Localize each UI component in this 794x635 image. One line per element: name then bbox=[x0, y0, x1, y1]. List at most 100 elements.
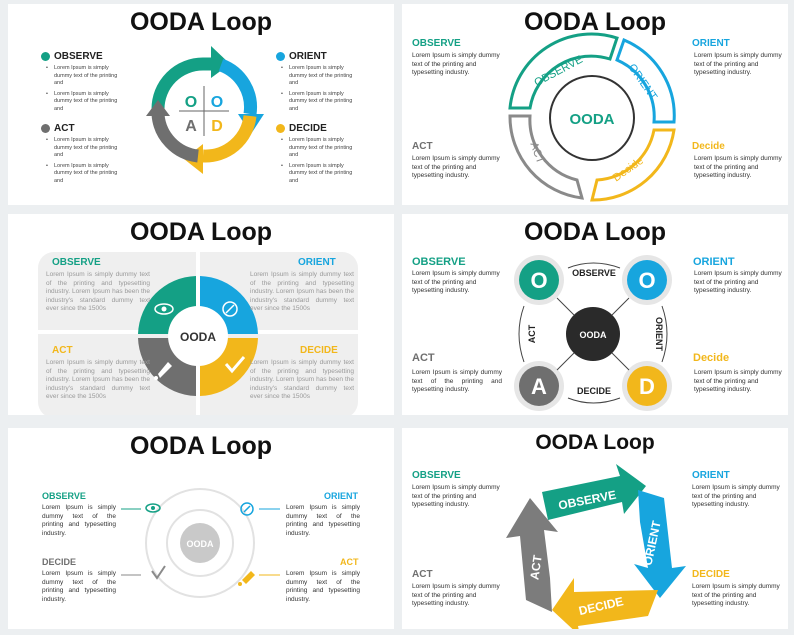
checkmark-icon bbox=[151, 565, 166, 580]
bullet: Lorem Ipsum is simply dummy text of the … bbox=[289, 137, 361, 160]
orient-node bbox=[627, 260, 667, 300]
observe-dot bbox=[41, 52, 50, 61]
decide-text: Lorem Ipsum is simply dummy text of the … bbox=[250, 359, 354, 400]
orient-text: Lorem Ipsum is simply dummy text of the … bbox=[694, 270, 782, 294]
act-text: Lorem Ipsum is simply dummy text of the … bbox=[46, 359, 150, 400]
bullet: Lorem Ipsum is simply dummy text of the … bbox=[54, 163, 126, 186]
slide-title: OODA Loop bbox=[129, 432, 273, 460]
connector-line bbox=[611, 297, 630, 316]
bullet: Lorem Ipsum is simply dummy text of the … bbox=[54, 65, 126, 88]
slide-4: OODA Loop OBSERVE Lorem Ipsum is simply … bbox=[402, 214, 788, 415]
observe-label: OBSERVE bbox=[412, 470, 461, 481]
decide-label: DECIDE bbox=[300, 345, 338, 356]
orient-text: Lorem Ipsum is simply dummy text of the … bbox=[692, 484, 780, 508]
act-label: ACT bbox=[340, 557, 359, 567]
act-node bbox=[519, 366, 559, 406]
decide-text: Lorem Ipsum is simply dummy text of the … bbox=[694, 369, 782, 393]
observe-label: OBSERVE bbox=[412, 256, 466, 268]
bullet: Lorem Ipsum is simply dummy text of the … bbox=[54, 137, 126, 160]
observe-label: OBSERVE bbox=[42, 491, 86, 501]
decide-label: DECIDE bbox=[42, 557, 77, 567]
center-circle bbox=[168, 306, 228, 366]
letter-o-observe: O bbox=[530, 268, 547, 293]
decide-text: Lorem Ipsum is simply dummy text of the … bbox=[694, 155, 782, 179]
bullet: Lorem Ipsum is simply dummy text of the … bbox=[54, 91, 126, 114]
observe-label: OBSERVE bbox=[54, 51, 103, 62]
connector-arrow bbox=[567, 262, 621, 269]
slide-2: OODA Loop OBSERVE Lorem Ipsum is simply … bbox=[402, 4, 788, 205]
ooda-cycle-diagram: O O A D bbox=[146, 46, 264, 174]
slide-title: OODA Loop bbox=[129, 218, 273, 246]
act-segment bbox=[508, 114, 585, 200]
decide-text: Lorem Ipsum is simply dummy text of the … bbox=[692, 583, 780, 607]
center-circle bbox=[180, 523, 220, 563]
decide-label: DECIDE bbox=[692, 569, 730, 580]
observe-bullets: Lorem Ipsum is simply dummy text of the … bbox=[46, 65, 126, 113]
decide-bullets: Lorem Ipsum is simply dummy text of the … bbox=[281, 137, 361, 185]
observe-text: Lorem Ipsum is simply dummy text of the … bbox=[412, 270, 500, 294]
act-label: ACT bbox=[412, 569, 433, 580]
orient-text: Lorem Ipsum is simply dummy text of the … bbox=[286, 504, 360, 537]
ooda-arrow-diagram: OBSERVE ORIENT DECIDE ACT bbox=[506, 464, 686, 629]
slide-6: OODA Loop OBSERVE Lorem Ipsum is simply … bbox=[402, 428, 788, 629]
center-circle bbox=[566, 307, 620, 361]
act-label: ACT bbox=[52, 345, 73, 356]
compass-icon bbox=[240, 502, 254, 516]
observe-node bbox=[519, 260, 559, 300]
bullet: Lorem Ipsum is simply dummy text of the … bbox=[289, 65, 361, 88]
act-dot bbox=[41, 124, 50, 133]
decide-label: DECIDE bbox=[289, 123, 327, 134]
decide-segment bbox=[590, 128, 676, 202]
connector-arrow bbox=[567, 397, 621, 404]
connector-arrow bbox=[518, 305, 525, 363]
slide-5: OODA Loop OODA OBSERVE Lorem Ipsum is si… bbox=[8, 428, 394, 629]
orient-bullets: Lorem Ipsum is simply dummy text of the … bbox=[281, 65, 361, 113]
orient-label: ORIENT bbox=[298, 257, 336, 268]
checkmark-icon bbox=[224, 356, 246, 374]
observe-label: OBSERVE bbox=[412, 38, 461, 49]
letter-a-act: A bbox=[185, 118, 197, 135]
decide-arrow bbox=[202, 114, 257, 163]
connector-line bbox=[556, 352, 575, 371]
center-label: OODA bbox=[187, 539, 215, 549]
outer-orbit bbox=[145, 488, 255, 598]
letter-o-observe: O bbox=[185, 94, 197, 111]
connector-arrow bbox=[661, 305, 668, 363]
center-circle bbox=[549, 75, 635, 161]
act-label: ACT bbox=[412, 352, 435, 364]
orient-label: ORIENT bbox=[289, 51, 327, 62]
orient-label: ORIENT bbox=[692, 38, 730, 49]
compass-icon bbox=[222, 301, 238, 317]
act-arrow bbox=[151, 113, 200, 163]
decide-label: Decide bbox=[693, 352, 730, 364]
orient-arrow bbox=[634, 490, 686, 598]
decide-text: Lorem Ipsum is simply dummy text of the … bbox=[42, 570, 116, 603]
decide-node bbox=[627, 366, 667, 406]
ooda-quadrant-diagram: OODA bbox=[38, 252, 358, 415]
act-label: ACT bbox=[54, 123, 75, 134]
observe-segment bbox=[508, 32, 619, 110]
orient-dot bbox=[276, 52, 285, 61]
ooda-orbit-diagram: OODA bbox=[121, 488, 280, 598]
observe-arrow bbox=[542, 464, 646, 520]
orient-label: ORIENT bbox=[324, 491, 359, 501]
act-text: Lorem Ipsum is simply dummy text of the … bbox=[412, 583, 500, 607]
observe-text: Lorem Ipsum is simply dummy text of the … bbox=[46, 271, 150, 312]
slide-3: OODA Loop OODA OBSERVE Lorem Ipsum is si… bbox=[8, 214, 394, 415]
eye-icon bbox=[145, 503, 161, 513]
orient-label: ORIENT bbox=[693, 256, 735, 268]
rocket-icon bbox=[238, 571, 255, 586]
bullet: Lorem Ipsum is simply dummy text of the … bbox=[289, 163, 361, 186]
observe-label: OBSERVE bbox=[52, 257, 101, 268]
orient-label: ORIENT bbox=[692, 470, 730, 481]
act-text: Lorem Ipsum is simply dummy text of the … bbox=[412, 369, 502, 393]
act-arrow-head bbox=[146, 100, 170, 116]
act-arrow bbox=[506, 498, 558, 612]
slide-title: OODA Loop bbox=[129, 8, 273, 36]
letter-a-act: A bbox=[531, 374, 547, 399]
observe-text: Lorem Ipsum is simply dummy text of the … bbox=[412, 484, 500, 508]
decide-label: Decide bbox=[692, 141, 725, 152]
ooda-node-diagram: O O A D OODA OBSERVE DECIDE ORIENT ACT bbox=[514, 255, 672, 411]
observe-arrow-head bbox=[211, 46, 230, 78]
observe-connector-label: OBSERVE bbox=[572, 268, 616, 278]
